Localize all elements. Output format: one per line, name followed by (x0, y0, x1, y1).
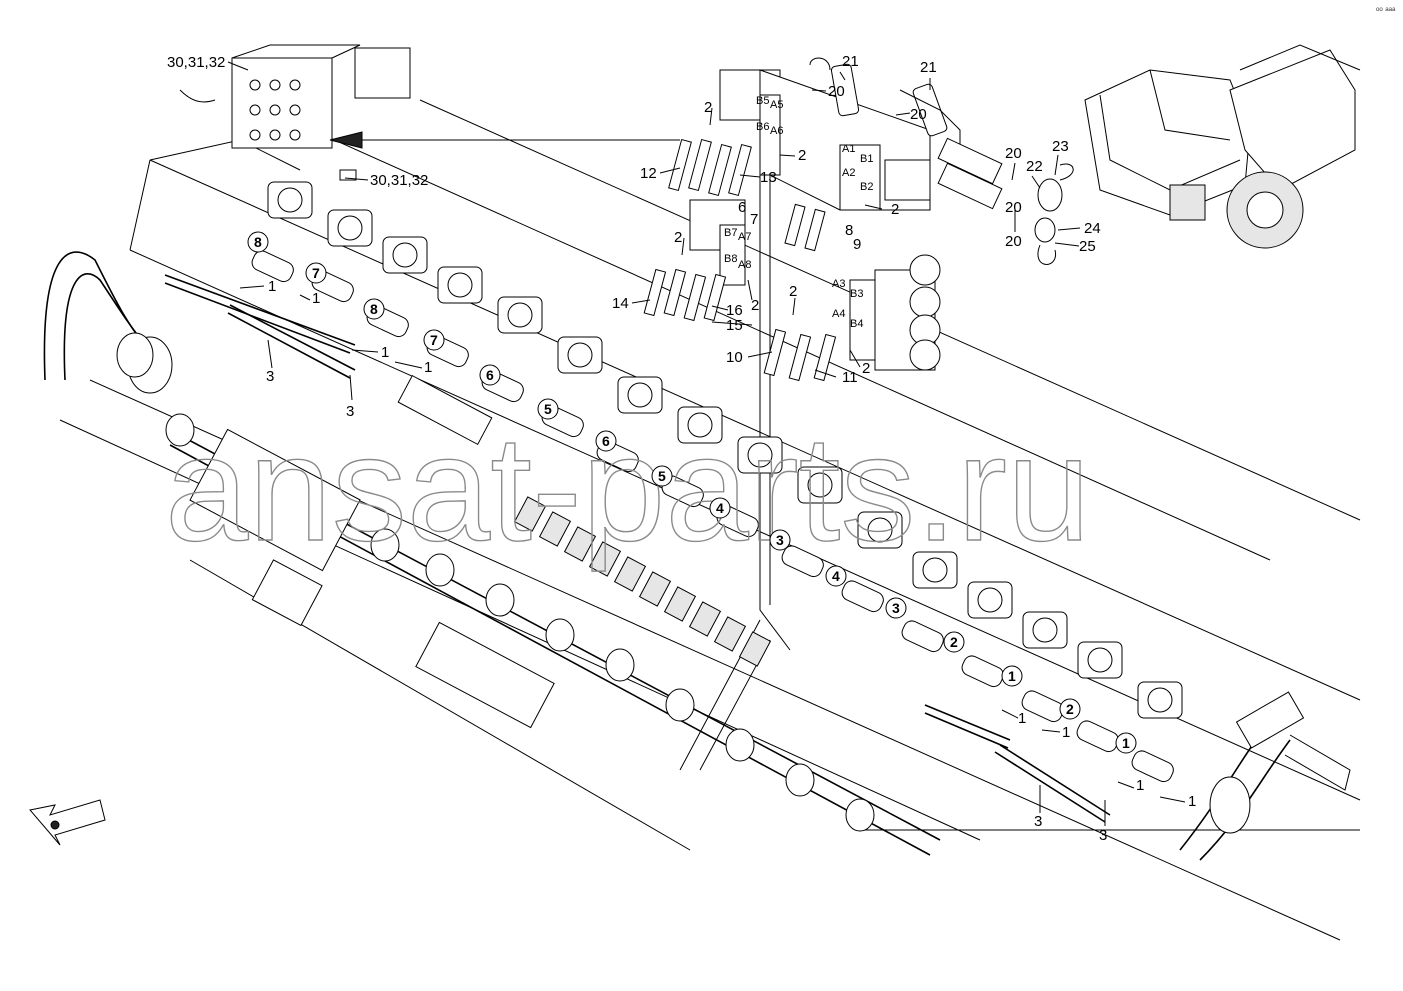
circled-1-b: 1 (1122, 735, 1130, 751)
callout-21-right: 21 (920, 59, 937, 76)
circled-2-a: 2 (950, 634, 958, 650)
corner-mark: ᵒᵒ ᵃᵃᵃ (1376, 5, 1396, 15)
port-a8: A8 (738, 259, 751, 271)
circled-6-b: 6 (602, 433, 610, 449)
right-hose (1179, 691, 1351, 861)
callout-20-a: 20 (828, 83, 845, 100)
watermark-text: ansat-parts.ru (165, 404, 1090, 572)
port-b7: B7 (724, 227, 737, 239)
callout-2-c: 2 (891, 201, 899, 218)
circled-markers (247, 231, 1137, 754)
middle-fittings (643, 138, 837, 382)
upper-flange-row (267, 181, 1183, 719)
solenoid-bank (513, 496, 772, 667)
callout-20-b: 20 (910, 106, 927, 123)
circled-7-a: 7 (312, 265, 320, 281)
valve-block-top-left (179, 44, 411, 181)
pointer-arrow (329, 131, 680, 149)
callout-30-31-32-top: 30,31,32 (167, 54, 225, 71)
port-a3: A3 (832, 278, 845, 290)
port-b6: B6 (756, 121, 769, 133)
circled-6-a: 6 (486, 367, 494, 383)
callout-3-b: 3 (346, 403, 354, 420)
callout-20-d: 20 (1005, 199, 1022, 216)
callout-14: 14 (612, 295, 629, 312)
callout-1-f: 1 (1062, 724, 1070, 741)
port-b3: B3 (850, 288, 863, 300)
port-a7: A7 (738, 231, 751, 243)
port-labels: B5 A5 B6 A6 A1 B1 A2 B2 B7 A7 B8 A8 A3 B… (724, 95, 873, 330)
callout-2-g: 2 (862, 360, 870, 377)
callout-1-a: 1 (268, 278, 276, 295)
callout-leaders (227, 61, 1186, 826)
callout-7: 7 (750, 211, 758, 228)
junction-boxes (189, 374, 555, 729)
callout-2-e: 2 (751, 297, 759, 314)
upper-right-hoses (809, 57, 1074, 265)
callout-3-d: 3 (1099, 827, 1107, 844)
callout-1-d: 1 (424, 359, 432, 376)
callout-1-c: 1 (381, 344, 389, 361)
callout-23: 23 (1052, 138, 1069, 155)
circled-labels: 8 7 8 7 6 5 6 5 4 3 4 3 2 1 2 1 (254, 234, 1130, 751)
machine-thumbnail (1084, 44, 1361, 249)
circled-8-b: 8 (370, 301, 378, 317)
callout-3-a: 3 (266, 368, 274, 385)
callout-20-e: 20 (1005, 233, 1022, 250)
callout-labels: 30,31,32 30,31,32 21 21 20 20 20 20 20 2… (167, 53, 1196, 844)
callout-15: 15 (726, 317, 743, 334)
port-a4: A4 (832, 308, 845, 320)
callout-13: 13 (760, 169, 777, 186)
callout-24: 24 (1084, 220, 1101, 237)
callout-1-g: 1 (1136, 777, 1144, 794)
circled-1-a: 1 (1008, 668, 1016, 684)
port-b5: B5 (756, 95, 769, 107)
callout-1-b: 1 (312, 290, 320, 307)
main-hose (43, 251, 173, 394)
callout-2-d: 2 (674, 229, 682, 246)
callout-10: 10 (726, 349, 743, 366)
circled-7-b: 7 (430, 332, 438, 348)
circled-4-b: 4 (832, 568, 840, 584)
hose-pipes (164, 274, 1111, 823)
circled-8-a: 8 (254, 234, 262, 250)
port-a5: A5 (770, 99, 783, 111)
port-b4: B4 (850, 318, 863, 330)
right-manifold (849, 254, 941, 371)
callout-1-h: 1 (1188, 793, 1196, 810)
port-b1: B1 (860, 153, 873, 165)
callout-30-31-32-bottom: 30,31,32 (370, 172, 428, 189)
circled-3-a: 3 (776, 532, 784, 548)
callout-6: 6 (738, 199, 746, 216)
circled-4-a: 4 (716, 500, 724, 516)
circled-5-a: 5 (544, 401, 552, 417)
port-a2: A2 (842, 167, 855, 179)
callout-12: 12 (640, 165, 657, 182)
callout-3-c: 3 (1034, 813, 1042, 830)
callout-21-left: 21 (842, 53, 859, 70)
callout-1-e: 1 (1018, 710, 1026, 727)
port-b2: B2 (860, 181, 873, 193)
circled-3-b: 3 (892, 600, 900, 616)
circled-2-b: 2 (1066, 701, 1074, 717)
callout-9: 9 (853, 236, 861, 253)
callout-2-f: 2 (789, 283, 797, 300)
callout-16: 16 (726, 302, 743, 319)
callout-2-a: 2 (704, 99, 712, 116)
port-a1: A1 (842, 143, 855, 155)
port-a6: A6 (770, 125, 783, 137)
callout-11: 11 (842, 369, 858, 386)
callout-8: 8 (845, 222, 853, 239)
port-b8: B8 (724, 253, 737, 265)
circled-5-b: 5 (658, 468, 666, 484)
direction-arrow-icon (29, 799, 106, 846)
callout-20-c: 20 (1005, 145, 1022, 162)
callout-22: 22 (1026, 158, 1043, 175)
callout-2-b: 2 (798, 147, 806, 164)
callout-25: 25 (1079, 238, 1096, 255)
upper-manifold (689, 69, 931, 286)
